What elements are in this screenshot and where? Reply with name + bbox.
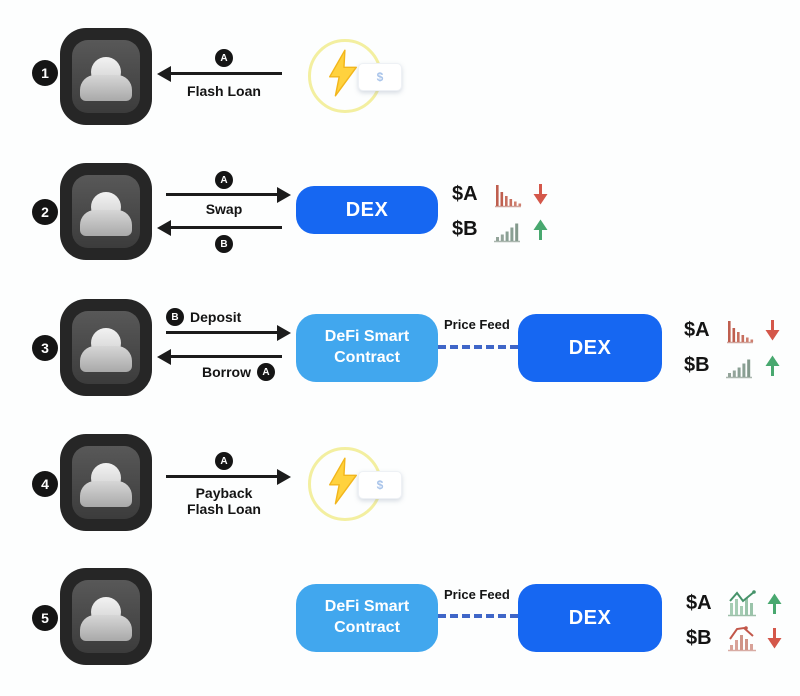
deposit-label: Deposit bbox=[190, 309, 242, 325]
borrow-flow-label: Borrow A bbox=[202, 363, 275, 381]
peak-down-chart-icon bbox=[728, 626, 756, 652]
arrow-right-icon bbox=[166, 193, 278, 196]
user-avatar-icon bbox=[60, 568, 152, 665]
token-b-badge: B bbox=[215, 235, 233, 253]
trend-down-arrow-icon bbox=[765, 319, 780, 340]
asset-b-row: $B bbox=[686, 623, 782, 653]
trend-up-arrow-icon bbox=[765, 355, 780, 376]
token-a-badge: A bbox=[215, 49, 233, 67]
swap-label: Swap bbox=[205, 201, 243, 217]
step-3-number-badge: 3 bbox=[32, 335, 58, 361]
borrow-label: Borrow bbox=[202, 364, 251, 380]
defi-box-label-line2: Contract bbox=[334, 619, 400, 636]
dex-box: DEX bbox=[518, 584, 662, 652]
flash-loan-icon: $ bbox=[306, 36, 404, 118]
avatar-frame bbox=[72, 580, 140, 653]
asset-b-row: $B bbox=[684, 350, 780, 380]
dollar-card-icon: $ bbox=[358, 63, 402, 91]
user-avatar-icon bbox=[60, 299, 152, 396]
price-feed-dashed-connector bbox=[438, 345, 518, 349]
trend-up-arrow-icon bbox=[533, 219, 548, 240]
asset-b-row: $B bbox=[452, 214, 548, 244]
price-feed-label: Price Feed bbox=[444, 317, 510, 332]
arrow-left-icon bbox=[170, 72, 282, 75]
trend-down-arrow-icon bbox=[767, 627, 782, 648]
price-feed-dashed-connector bbox=[438, 614, 518, 618]
asset-a-symbol: $A bbox=[686, 591, 712, 614]
price-feed-label: Price Feed bbox=[444, 587, 510, 602]
ascending-bars-chart-icon bbox=[494, 223, 520, 243]
payback-flash-loan-label: Payback Flash Loan bbox=[168, 485, 280, 517]
trend-down-arrow-icon bbox=[533, 183, 548, 204]
avatar-body bbox=[80, 346, 132, 372]
arrow-left-icon bbox=[170, 226, 282, 229]
avatar-frame bbox=[72, 175, 140, 248]
asset-a-symbol: $A bbox=[684, 318, 710, 341]
asset-a-row: $A bbox=[686, 588, 782, 618]
asset-a-row: $A bbox=[452, 179, 548, 209]
defi-smart-contract-box: DeFi Smart Contract bbox=[296, 584, 438, 652]
declining-bars-chart-icon bbox=[727, 321, 754, 344]
avatar-body bbox=[80, 481, 132, 507]
flash-loan-icon: $ bbox=[306, 444, 404, 526]
user-avatar-icon bbox=[60, 163, 152, 260]
defi-smart-contract-box: DeFi Smart Contract bbox=[296, 314, 438, 382]
payback-label-line1: Payback bbox=[195, 485, 253, 501]
lightning-bolt-icon bbox=[328, 457, 358, 505]
avatar-body bbox=[80, 210, 132, 236]
token-a-badge: A bbox=[215, 171, 233, 189]
defi-box-label-line2: Contract bbox=[334, 349, 400, 366]
avatar-body bbox=[80, 615, 132, 641]
step-2-number-badge: 2 bbox=[32, 199, 58, 225]
avatar-frame bbox=[72, 40, 140, 113]
avatar-frame bbox=[72, 311, 140, 384]
payback-label-line2: Flash Loan bbox=[187, 500, 261, 517]
step-5-number-badge: 5 bbox=[32, 605, 58, 631]
token-b-badge: B bbox=[166, 308, 184, 326]
step-4-number-badge: 4 bbox=[32, 471, 58, 497]
token-a-badge: A bbox=[257, 363, 275, 381]
asset-a-symbol: $A bbox=[452, 182, 478, 205]
asset-a-row: $A bbox=[684, 315, 780, 345]
defi-box-label-line1: DeFi Smart bbox=[324, 598, 410, 616]
deposit-flow-label: B Deposit bbox=[166, 308, 241, 326]
declining-bars-chart-icon bbox=[495, 185, 522, 208]
asset-b-symbol: $B bbox=[686, 626, 712, 649]
flash-loan-label: Flash Loan bbox=[187, 83, 261, 99]
arrow-left-icon bbox=[170, 355, 282, 358]
asset-b-symbol: $B bbox=[684, 353, 710, 376]
user-avatar-icon bbox=[60, 28, 152, 125]
user-avatar-icon bbox=[60, 434, 152, 531]
avatar-body bbox=[80, 75, 132, 101]
lightning-bolt-icon bbox=[328, 49, 358, 97]
avatar-frame bbox=[72, 446, 140, 519]
token-a-badge: A bbox=[215, 452, 233, 470]
trend-up-arrow-icon bbox=[767, 593, 782, 614]
dex-box: DEX bbox=[296, 186, 438, 234]
step-1-number-badge: 1 bbox=[32, 60, 58, 86]
ascending-bars-chart-icon bbox=[726, 359, 752, 379]
defi-box-label-line1: DeFi Smart bbox=[324, 328, 410, 346]
dex-box: DEX bbox=[518, 314, 662, 382]
dollar-card-icon: $ bbox=[358, 471, 402, 499]
arrow-right-icon bbox=[166, 475, 278, 478]
asset-b-symbol: $B bbox=[452, 217, 478, 240]
arrow-right-icon bbox=[166, 331, 278, 334]
line-up-chart-icon bbox=[728, 590, 756, 617]
